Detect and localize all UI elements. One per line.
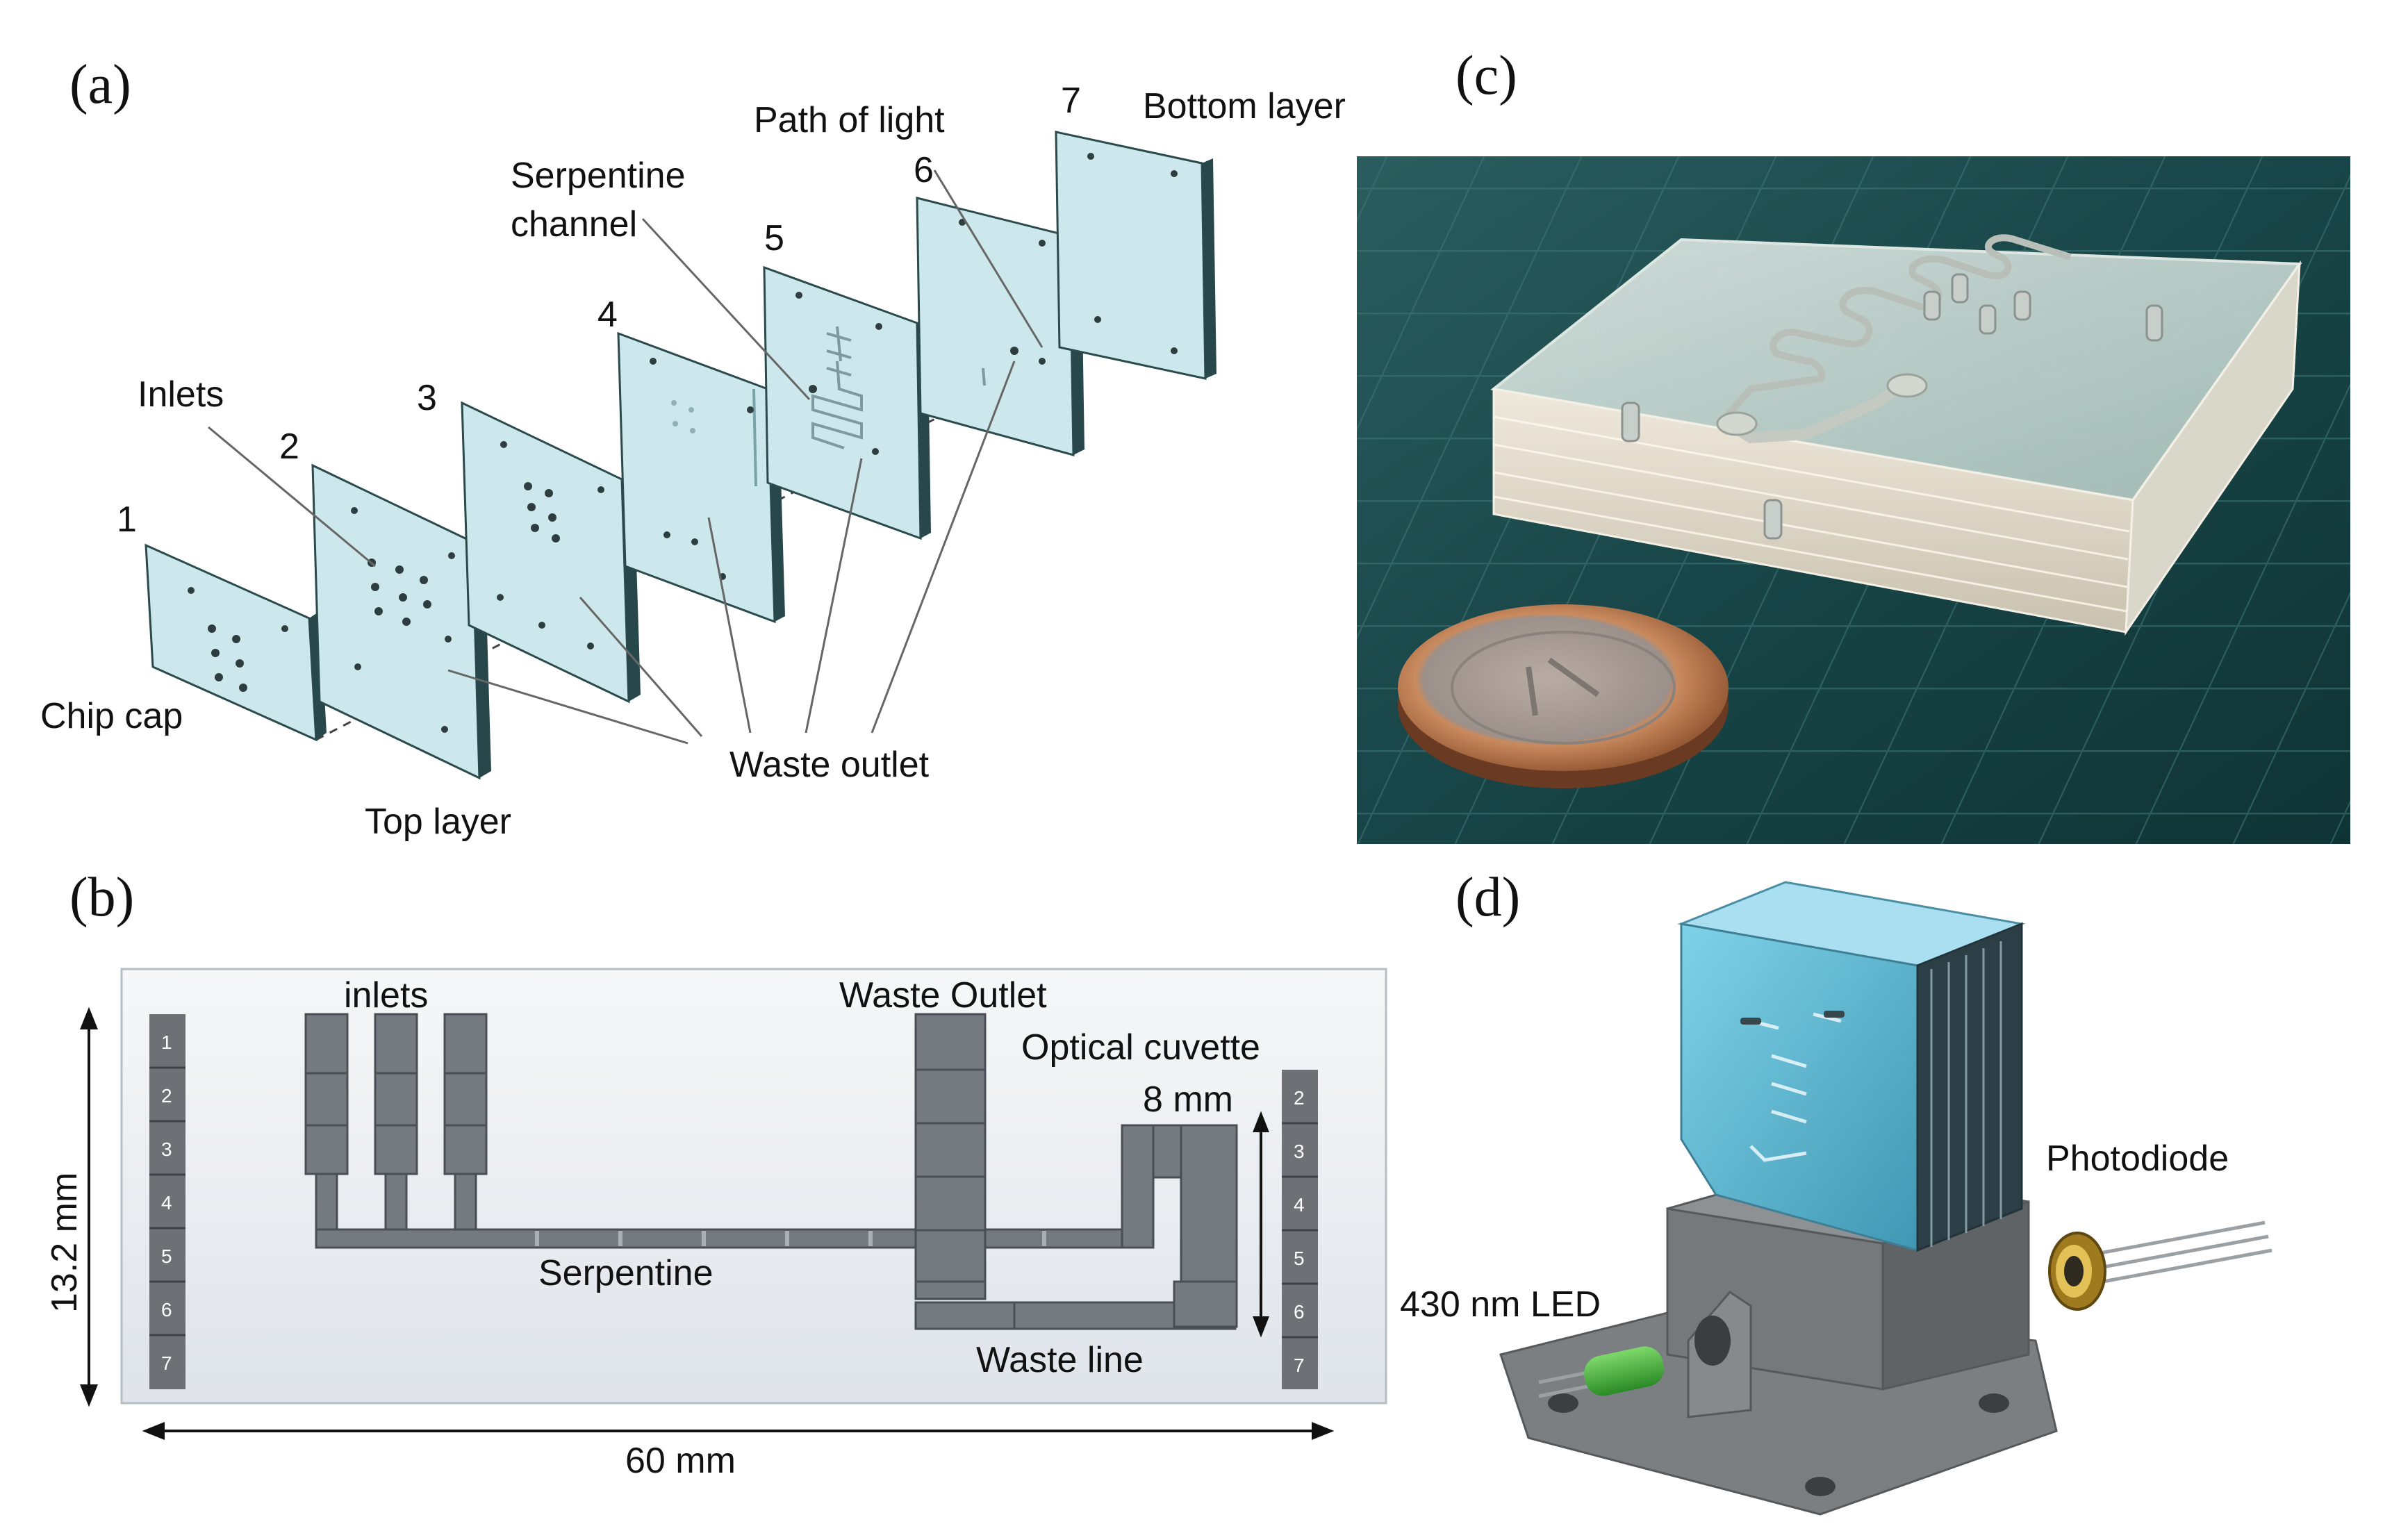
layer-number: 1 <box>117 499 137 540</box>
layer-7-plate <box>1055 131 1216 380</box>
layer-1-plate <box>145 543 327 742</box>
microfluidic-chip-3d <box>1677 881 2026 1252</box>
panel-c-letter: (c) <box>1455 45 1517 106</box>
cuvette-height-label: 8 mm <box>1143 1079 1233 1120</box>
scale-tick: 1 <box>161 1032 172 1053</box>
chip-cap-label: Chip cap <box>40 696 183 736</box>
scale-tick: 5 <box>1294 1248 1305 1269</box>
dimension-arrows <box>80 1007 1335 1440</box>
panel-a: (a) <box>40 54 1346 842</box>
scale-tick: 3 <box>1294 1141 1305 1162</box>
scale-tick: 4 <box>1294 1194 1305 1216</box>
left-layer-scale: 1 2 3 4 5 6 7 <box>149 1014 185 1389</box>
layer-number: 4 <box>597 295 618 335</box>
scale-tick: 4 <box>161 1192 172 1214</box>
optical-cuvette-label: Optical cuvette <box>1021 1027 1260 1068</box>
serpentine-channel-label-2: channel <box>511 204 637 245</box>
layer-number: 6 <box>914 150 934 190</box>
led-label: 430 nm LED <box>1400 1284 1601 1325</box>
inlet-posts <box>1621 273 2163 540</box>
inlets-label: Inlets <box>138 374 224 415</box>
leader-lines <box>208 169 1044 745</box>
serpentine-segments <box>535 1231 1046 1246</box>
layer-number: 7 <box>1061 81 1081 121</box>
layer-number: 3 <box>417 378 437 418</box>
waste-outlet-label: Waste outlet <box>729 745 930 785</box>
panel-d: (d) <box>1400 867 2273 1516</box>
b-inlets-label: inlets <box>344 975 428 1016</box>
chip-photo <box>1357 156 2350 844</box>
photodiode-label: Photodiode <box>2046 1139 2229 1179</box>
layer-3-plate <box>461 401 641 704</box>
scale-tick: 2 <box>1294 1087 1305 1109</box>
scale-tick: 5 <box>161 1245 172 1267</box>
top-layer-label: Top layer <box>365 802 511 842</box>
euro-coin <box>1398 604 1729 788</box>
panel-b: (b) 1 2 3 4 5 6 7 2 <box>44 867 1387 1481</box>
scale-tick: 7 <box>161 1352 172 1374</box>
b-waste-outlet-label: Waste Outlet <box>839 975 1047 1016</box>
channel-structure <box>304 1013 1238 1330</box>
bottom-layer-label: Bottom layer <box>1143 86 1346 126</box>
scale-tick: 7 <box>1294 1355 1305 1376</box>
height-dimension-label: 13.2 mm <box>44 1173 85 1313</box>
layer-number: 5 <box>764 218 784 258</box>
waste-line-label: Waste line <box>976 1340 1144 1380</box>
channel-segment-lines <box>306 1068 1016 1329</box>
scale-tick: 3 <box>161 1139 172 1160</box>
path-of-light-label: Path of light <box>754 100 945 140</box>
scale-tick: 6 <box>1294 1301 1305 1323</box>
panel-c: (c) <box>1357 45 2350 844</box>
layer-number: 2 <box>279 427 299 467</box>
serpentine-label: Serpentine <box>538 1253 714 1293</box>
panel-d-letter: (d) <box>1455 867 1520 928</box>
serpentine-channel-label-1: Serpentine <box>511 156 686 196</box>
panel-a-letter: (a) <box>69 54 131 115</box>
right-layer-scale: 2 3 4 5 6 7 <box>1282 1070 1318 1389</box>
panel-b-letter: (b) <box>69 867 134 928</box>
photodiode-component <box>2048 1220 2273 1311</box>
scale-tick: 2 <box>161 1085 172 1107</box>
layer-4-plate <box>617 331 785 624</box>
scale-tick: 6 <box>161 1299 172 1320</box>
width-dimension-label: 60 mm <box>625 1441 736 1481</box>
led-component <box>1538 1346 1664 1398</box>
layer-5-plate <box>763 265 931 540</box>
